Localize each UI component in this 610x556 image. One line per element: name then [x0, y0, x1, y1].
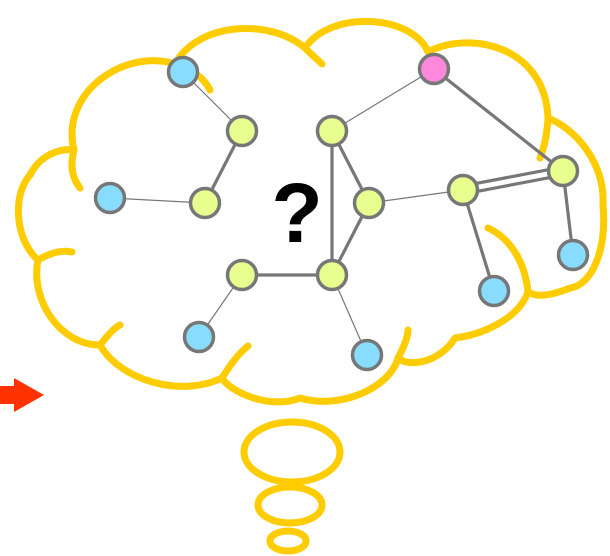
cloud-bump-bottom-far-left	[96, 321, 124, 349]
thought-bubble-medium	[254, 483, 326, 527]
node-yellow-l	[225, 258, 259, 292]
cloud-bump-right-lower	[484, 224, 532, 296]
node-blue-d	[93, 181, 127, 215]
node-yellow-m	[315, 258, 349, 292]
thought-bubble-small	[266, 527, 310, 555]
node-yellow-c	[188, 186, 222, 220]
cloud-bump-bottom-left	[218, 342, 252, 382]
thought-bubble-large	[240, 418, 344, 486]
node-yellow-i	[546, 154, 580, 188]
node-yellow-h	[446, 173, 480, 207]
edges-layer	[109, 67, 575, 356]
node-blue-a	[166, 55, 200, 89]
cloud-bump-bottom	[394, 326, 412, 362]
cloud-bump-left	[68, 146, 84, 192]
cloud-bump-left-lower	[34, 247, 76, 264]
edge-h-i-a	[462, 173, 566, 196]
node-yellow-e	[315, 114, 349, 148]
edge-e-f	[331, 68, 435, 132]
node-blue-k	[477, 274, 511, 308]
edge-h-k	[461, 188, 496, 293]
edge-f-i	[432, 67, 565, 173]
node-pink-f	[417, 52, 451, 86]
node-blue-n	[182, 320, 216, 354]
node-yellow-b	[225, 114, 259, 148]
node-blue-o	[350, 338, 384, 372]
node-yellow-g	[352, 186, 386, 220]
question-mark: ?	[271, 166, 323, 260]
node-blue-j	[556, 238, 590, 272]
nodes-layer	[93, 52, 590, 372]
edge-h-i-b	[460, 165, 564, 188]
cloud-bump-top-mid	[301, 44, 326, 68]
arrow-icon	[0, 378, 44, 412]
